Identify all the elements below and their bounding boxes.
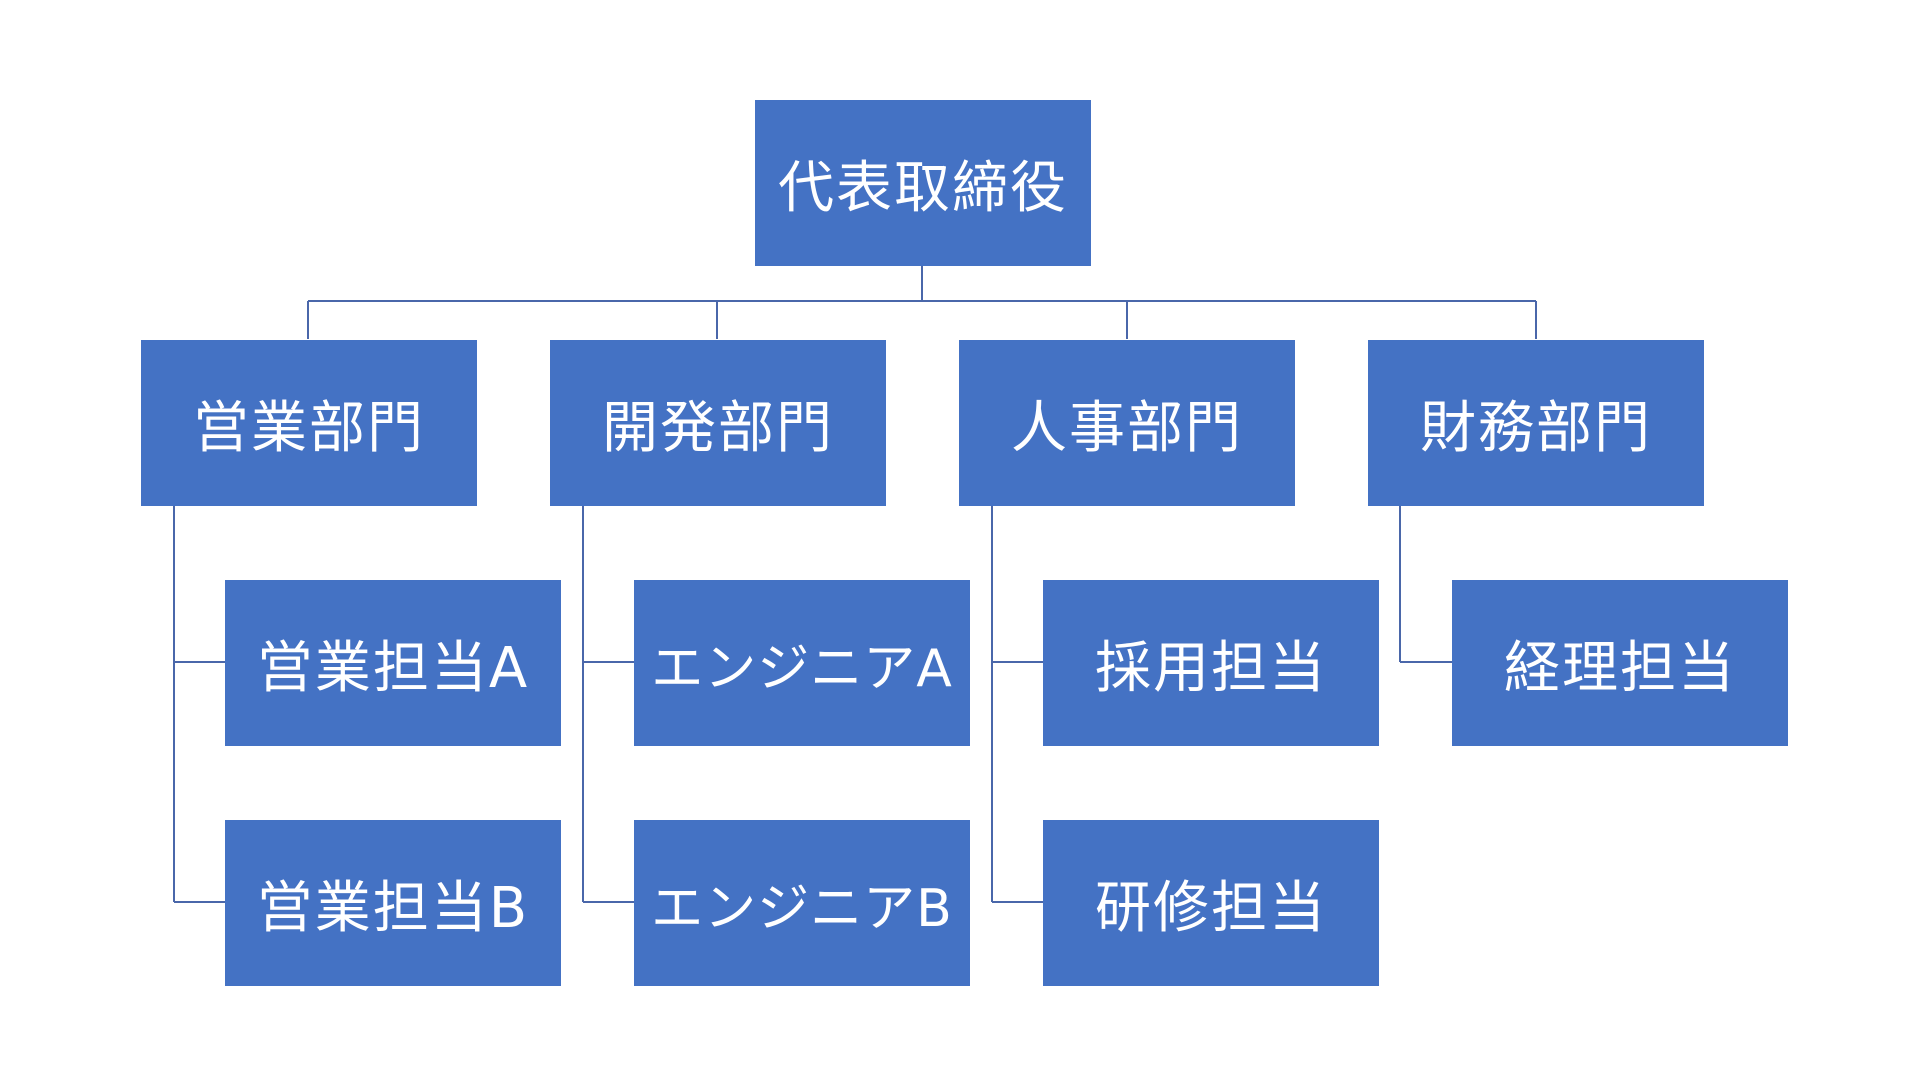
node-label: 営業部門 — [193, 395, 425, 461]
node-label: 財務部門 — [1420, 395, 1652, 461]
node-label: 研修担当 — [1095, 875, 1327, 941]
node-label: 採用担当 — [1095, 635, 1327, 701]
node-department: 営業部門 — [141, 340, 477, 506]
node-member: 研修担当 — [1043, 820, 1379, 986]
node-member: 営業担当B — [225, 820, 561, 986]
node-label: 代表取締役 — [778, 155, 1068, 221]
node-label: 経理担当 — [1504, 635, 1736, 701]
node-member: 営業担当A — [225, 580, 561, 746]
node-label: エンジニアA — [651, 638, 953, 699]
node-member: 経理担当 — [1452, 580, 1788, 746]
node-member: エンジニアB — [634, 820, 970, 986]
node-label: 営業担当B — [256, 875, 530, 941]
node-member: エンジニアA — [634, 580, 970, 746]
node-label: エンジニアB — [651, 878, 953, 939]
node-department: 財務部門 — [1368, 340, 1704, 506]
node-label: 営業担当A — [256, 635, 530, 701]
node-label: 人事部門 — [1011, 395, 1243, 461]
node-root: 代表取締役 — [755, 100, 1091, 266]
node-department: 開発部門 — [550, 340, 886, 506]
node-member: 採用担当 — [1043, 580, 1379, 746]
node-label: 開発部門 — [602, 395, 834, 461]
node-department: 人事部門 — [959, 340, 1295, 506]
